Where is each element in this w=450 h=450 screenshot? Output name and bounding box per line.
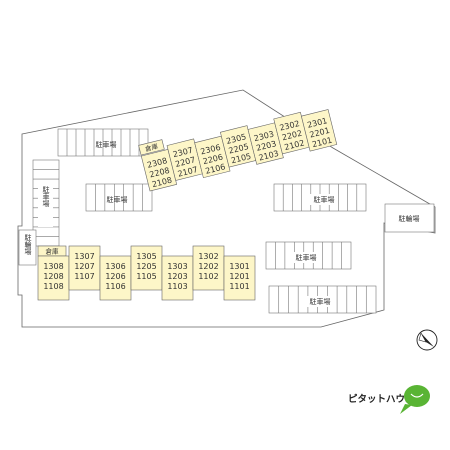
unit-number: 1206 <box>105 272 125 281</box>
unit-number: 1203 <box>167 272 187 281</box>
bicycle-parking-label: 駐輪場 <box>24 233 32 256</box>
building-2: 倉庫 2308220821082307220721072306220621062… <box>138 109 338 192</box>
unit-number: 1202 <box>198 262 218 271</box>
unit-number: 1102 <box>198 272 218 281</box>
unit-number: 1108 <box>43 282 63 291</box>
storage-label: 倉庫 <box>46 247 60 256</box>
company-logo: ピタットハウス <box>348 385 430 414</box>
bicycle-parking-label: 駐輪場 <box>399 214 420 223</box>
logo-text: ピタットハウス <box>348 393 415 405</box>
parking-area-middle-left: 駐車場 <box>85 183 153 212</box>
parking-label: 駐車場 <box>96 140 117 149</box>
parking-area-right-1: 駐車場 <box>273 183 367 212</box>
bicycle-parking-left: 駐輪場 <box>18 229 37 266</box>
storage-label: 倉庫 <box>144 141 159 153</box>
storage-room-2 <box>138 139 165 156</box>
unit-number: 1208 <box>43 272 63 281</box>
bicycle-parking-right: 駐輪場 <box>384 203 435 233</box>
unit-number: 1301 <box>229 262 249 271</box>
parking-label: 駐車場 <box>107 195 128 204</box>
unit-number: 1107 <box>74 272 94 281</box>
parking-label: 駐車場 <box>42 185 50 208</box>
parking-label: 駐車場 <box>296 253 317 262</box>
unit-number: 1308 <box>43 262 63 271</box>
unit-number: 1103 <box>167 282 187 291</box>
parking-area-top-left: 駐車場 <box>57 128 149 157</box>
parking-area-right-2: 駐車場 <box>265 241 352 270</box>
unit-number: 1205 <box>136 262 156 271</box>
unit-number: 1101 <box>229 282 249 291</box>
unit-number: 1106 <box>105 282 125 291</box>
unit-number: 1207 <box>74 262 94 271</box>
north-arrow-icon <box>416 329 438 351</box>
unit-number: 1201 <box>229 272 249 281</box>
parking-area-vertical-left: 駐車場 <box>32 159 60 247</box>
parking-area-right-3: 駐車場 <box>268 285 377 314</box>
unit-number: 1306 <box>105 262 125 271</box>
parking-label: 駐車場 <box>310 297 331 306</box>
unit-number: 1302 <box>198 252 218 261</box>
unit-number: 1305 <box>136 252 156 261</box>
unit-number: 1303 <box>167 262 187 271</box>
speech-bubble-icon <box>400 385 430 414</box>
building-1: 倉庫 1308120811081307120711071306120611061… <box>37 245 256 301</box>
parking-label: 駐車場 <box>314 195 335 204</box>
unit-number: 1105 <box>136 272 156 281</box>
unit-number: 1307 <box>74 252 94 261</box>
